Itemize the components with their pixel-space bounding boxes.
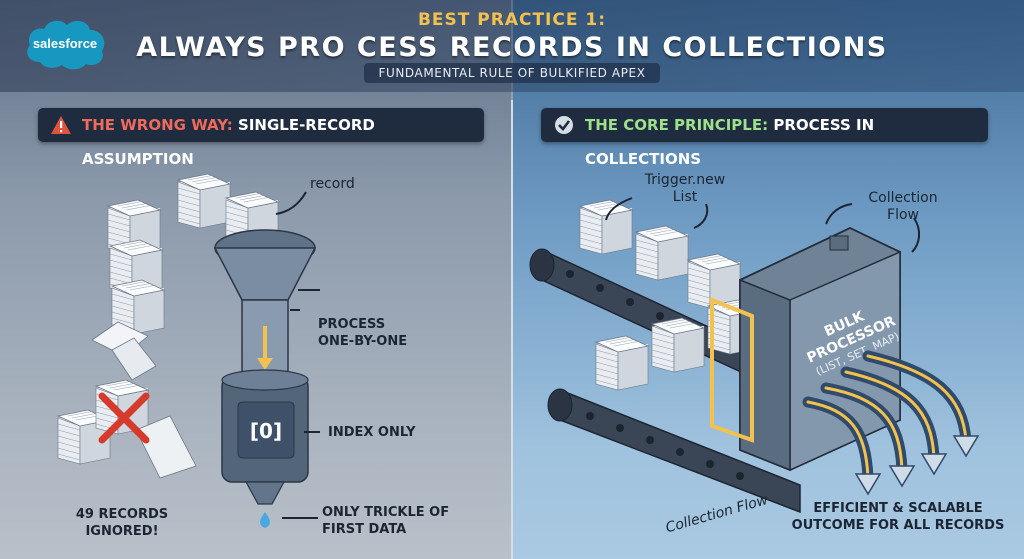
panel-divider	[511, 100, 513, 559]
funnel-icon	[213, 229, 317, 505]
records-ignored-label: 49 RECORDS IGNORED!	[75, 507, 169, 539]
kicker-text: BEST PRACTICE 1:	[417, 10, 607, 30]
process-label: PROCESS ONE-BY-ONE	[318, 317, 408, 349]
brand-name: salesforce	[32, 36, 98, 51]
wrong-way-title: SINGLE-RECORD ASSUMPTION	[82, 116, 375, 168]
checkmark-icon	[555, 116, 573, 134]
tagline: FUNDAMENTAL RULE OF BULKIFIED APEX	[364, 63, 660, 83]
wrong-way-label: THE WRONG WAY:	[82, 116, 233, 134]
bulk-processor-icon	[710, 227, 901, 472]
collection-flow-bottom-label: Collection Flow	[664, 492, 771, 537]
core-principle-heading: THE CORE PRINCIPLE: PROCESS IN COLLECTIO…	[541, 108, 988, 168]
core-principle-title: PROCESS IN COLLECTIONS	[585, 116, 875, 168]
collection-flow-top-label: Collection Flow	[868, 190, 938, 223]
red-x-icon	[98, 392, 150, 444]
warning-icon	[51, 116, 71, 134]
output-arrow-icon	[802, 350, 980, 496]
trickle-label: ONLY TRICKLE OF FIRST DATA	[322, 505, 450, 537]
record-label: record	[310, 176, 355, 192]
core-principle-label: THE CORE PRINCIPLE:	[585, 116, 769, 134]
wrong-way-heading: THE WRONG WAY: SINGLE-RECORD ASSUMPTION	[38, 108, 484, 168]
index-only-label: INDEX ONLY	[328, 425, 416, 440]
page-title: ALWAYS PRO CESS RECORDS IN COLLECTIONS	[136, 32, 888, 63]
trigger-new-label: Trigger.new List	[644, 172, 726, 205]
outcome-label: EFFICIENT & SCALABLE OUTCOME FOR ALL REC…	[791, 501, 1005, 533]
salesforce-cloud-logo	[27, 20, 105, 70]
ignored-records-pile	[58, 380, 197, 479]
conveyor-belt-icon	[529, 248, 801, 514]
illustration-scene: [0] BULK PROCESSOR (LIST	[0, 140, 980, 537]
droplet-icon	[260, 512, 270, 528]
index-badge: [0]	[250, 419, 282, 443]
